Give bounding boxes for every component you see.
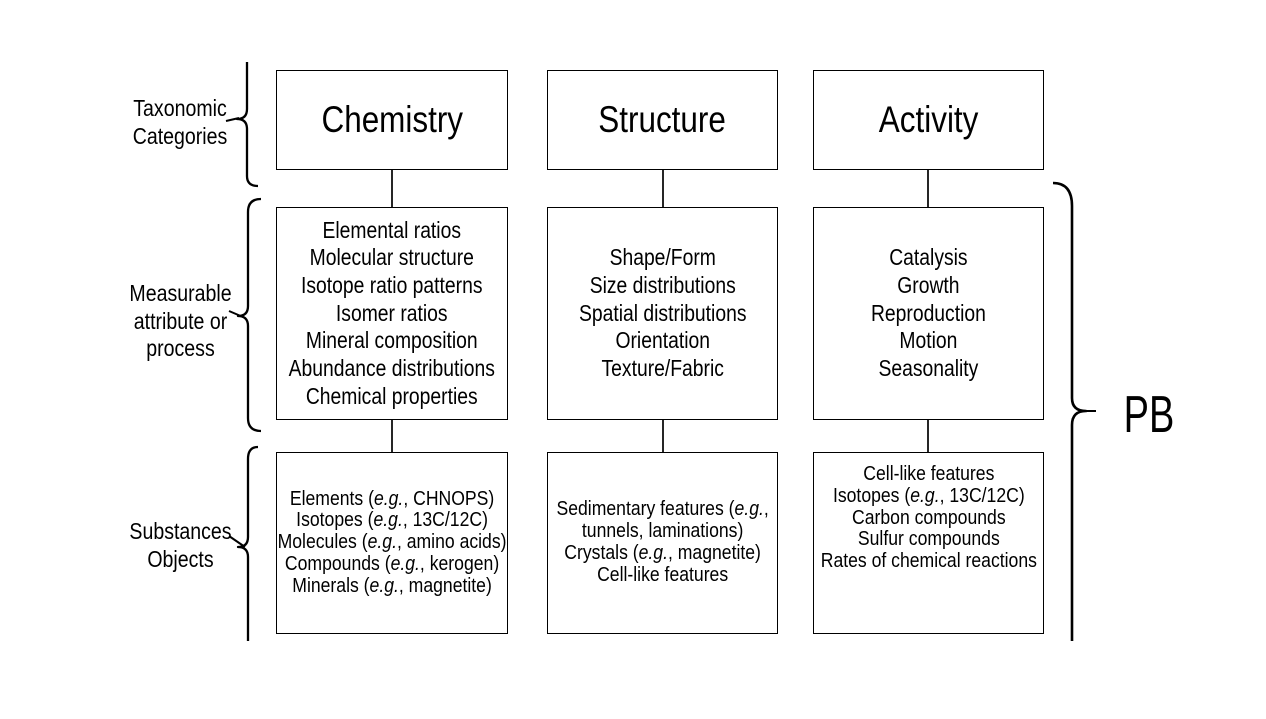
chemistry-substances-box: Elements (e.g., CHNOPS)Isotopes (e.g., 1… [276, 452, 508, 634]
text-line: Measurable [129, 280, 232, 306]
text-line: attribute or [133, 307, 228, 334]
text-line: Mineral composition [306, 327, 478, 354]
text-line: Crystals (e.g., magnetite) [564, 542, 761, 564]
activity-header-label: Activity [878, 99, 979, 140]
brace-pb [1052, 181, 1088, 641]
text-line: Chemical properties [306, 382, 478, 409]
text-line: Rates of chemical reactions [820, 550, 1037, 573]
structure-header-label: Structure [598, 99, 727, 140]
text-line: Orientation [615, 327, 710, 354]
text-line: Isotope ratio patterns [301, 271, 483, 298]
chemistry-header-box: Chemistry [276, 70, 508, 170]
chemistry-header-label: Chemistry [321, 99, 463, 140]
text-line: Cell-like features [862, 463, 995, 485]
text-line: Molecular structure [309, 244, 475, 271]
text-line: Carbon compounds [851, 506, 1006, 529]
text-line: Categories [132, 122, 228, 149]
text-line: Isotopes (e.g., 13C/12C) [296, 509, 488, 532]
text-line: Sulfur compounds [857, 528, 1000, 551]
text-line: Compounds (e.g., kerogen) [284, 552, 500, 575]
text-line: Taxonomic [133, 95, 227, 121]
activity-header-box: Activity [813, 70, 1044, 170]
text-line: process [146, 335, 215, 362]
text-line: Elemental ratios [322, 216, 462, 243]
text-line: Molecules (e.g., amino acids) [277, 531, 507, 554]
text-line: Spatial distributions [578, 299, 747, 326]
text-line: Motion [899, 327, 958, 354]
text-line: Shape/Form [609, 244, 716, 271]
text-line: Elements (e.g., CHNOPS) [289, 487, 495, 510]
text-line: Reproduction [871, 299, 986, 326]
text-line: Cell-like features [596, 563, 729, 586]
text-line: Substances [129, 518, 232, 544]
chemistry-substances-text: Elements (e.g., CHNOPS)Isotopes (e.g., 1… [277, 487, 507, 598]
text-line: Size distributions [589, 271, 736, 298]
text-line: Isotopes (e.g., 13C/12C) [832, 484, 1025, 507]
text-line: Seasonality [878, 355, 979, 382]
structure-substances-text: Sedimentary features (e.g.,tunnels, lami… [556, 499, 768, 586]
text-line: Texture/Fabric [601, 355, 724, 382]
text-line: Catalysis [889, 244, 968, 271]
structure-substances-box: Sedimentary features (e.g.,tunnels, lami… [547, 452, 778, 634]
pb-label: PB [1123, 386, 1175, 444]
text-line: Sedimentary features (e.g., [556, 498, 769, 521]
text-line: Objects [147, 545, 214, 572]
text-line: Growth [897, 271, 960, 298]
text-line: Abundance distributions [288, 355, 496, 382]
text-line: Isomer ratios [336, 299, 448, 326]
structure-header-box: Structure [547, 70, 778, 170]
text-line: Minerals (e.g., magnetite) [292, 574, 492, 597]
text-line: tunnels, laminations) [581, 520, 744, 543]
